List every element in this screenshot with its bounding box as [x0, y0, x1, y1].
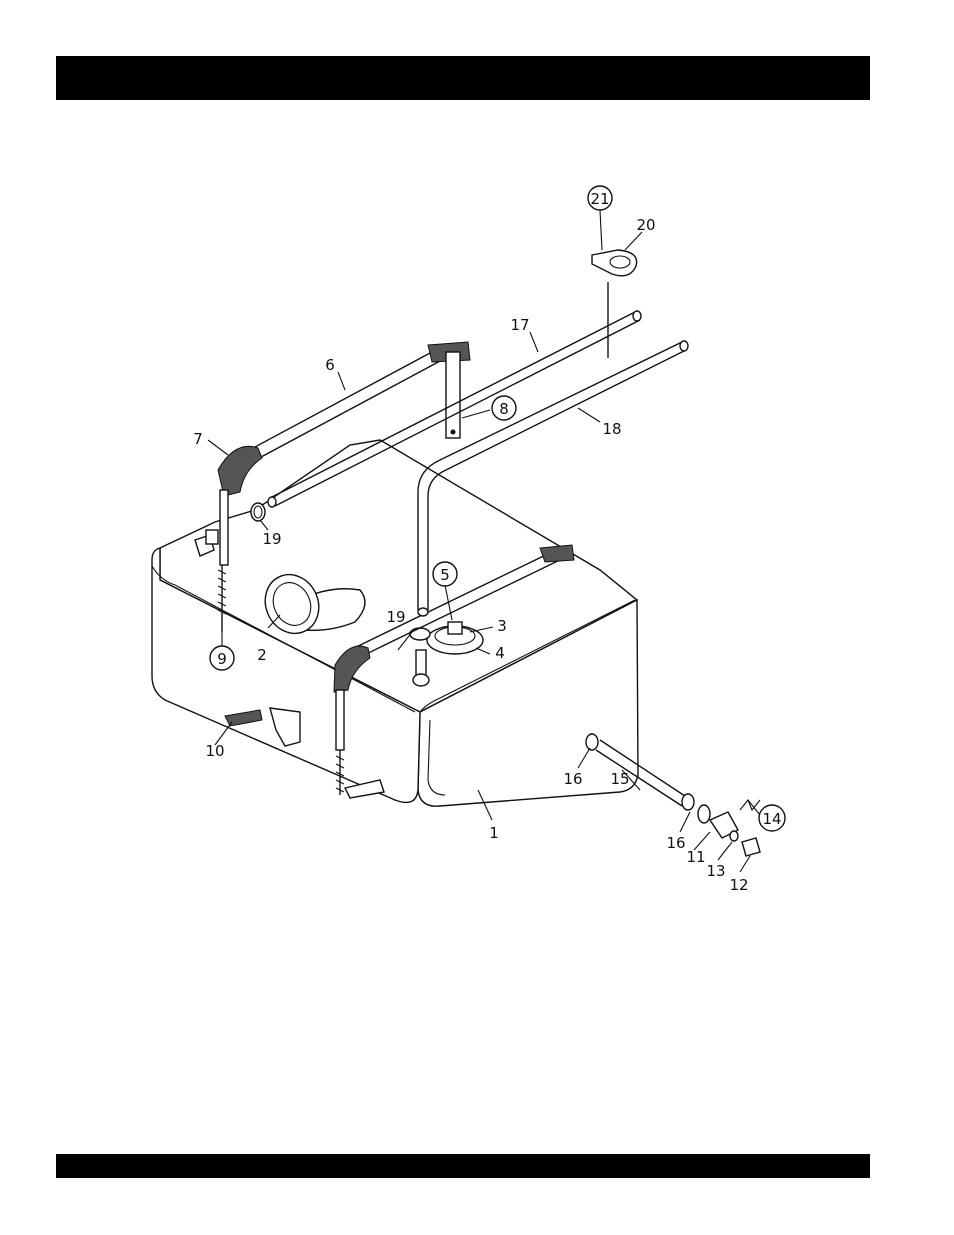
- callout-8: 8: [492, 396, 516, 420]
- callout-15: 15: [610, 770, 629, 788]
- callout-9: 9: [210, 646, 234, 670]
- callout-2: 2: [257, 646, 267, 664]
- callout-13: 13: [706, 862, 725, 880]
- callout-11: 11: [686, 848, 705, 866]
- callout-17: 17: [510, 316, 529, 334]
- callout-16-lower: 16: [666, 834, 685, 852]
- callout-19-lower: 19: [386, 608, 405, 626]
- callout-19-upper: 19: [262, 530, 281, 548]
- callout-21: 21: [588, 186, 612, 210]
- svg-text:9: 9: [217, 650, 227, 668]
- callout-3: 3: [497, 617, 507, 635]
- callout-7: 7: [193, 430, 203, 448]
- svg-text:21: 21: [590, 190, 609, 208]
- svg-text:14: 14: [762, 810, 781, 828]
- callout-18: 18: [602, 420, 621, 438]
- callout-1: 1: [489, 824, 499, 842]
- svg-text:8: 8: [499, 400, 509, 418]
- callout-14: 14: [759, 805, 785, 831]
- footer-bar: [56, 1154, 870, 1178]
- callout-10: 10: [205, 742, 224, 760]
- callout-6: 6: [325, 356, 335, 374]
- callout-12: 12: [729, 876, 748, 894]
- callout-16-upper: 16: [563, 770, 582, 788]
- callout-5: 5: [433, 562, 457, 586]
- svg-text:5: 5: [440, 566, 450, 584]
- callout-20: 20: [636, 216, 655, 234]
- callout-4: 4: [495, 644, 505, 662]
